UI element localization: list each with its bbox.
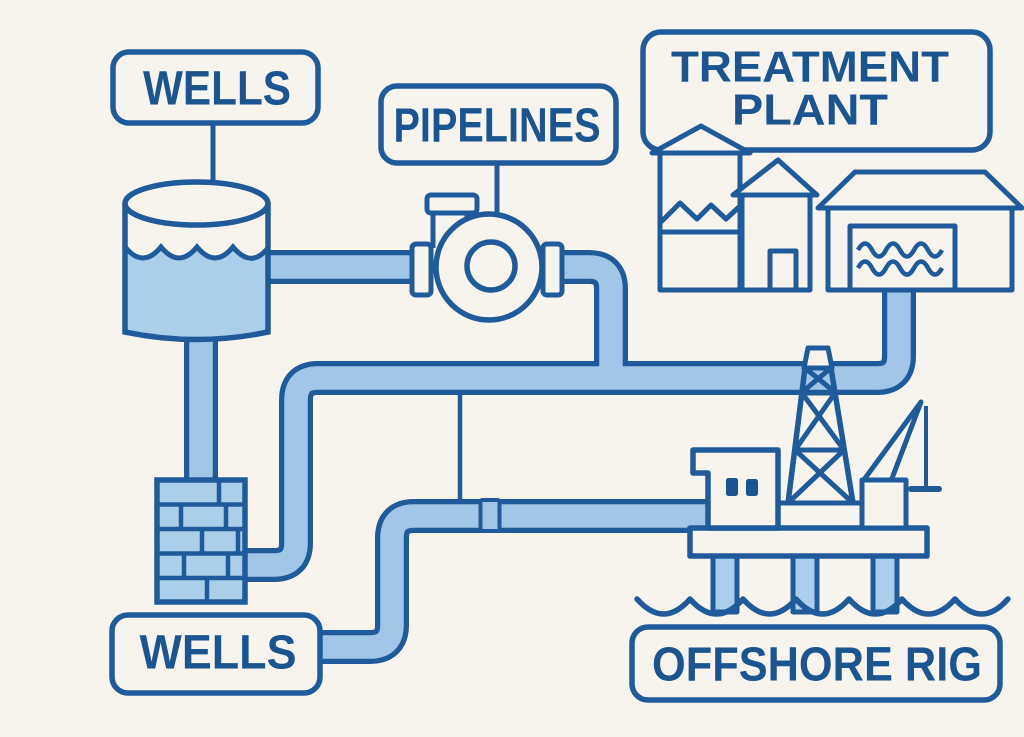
pump-flange-left xyxy=(409,241,434,298)
building1-zigzag xyxy=(659,200,741,224)
label-offshore-rig-box xyxy=(629,624,1003,703)
offshore-rig-icon xyxy=(634,345,1011,617)
labels: WELLS PIPELINES TREATMENT PLANT WELLS OF… xyxy=(109,43,1003,703)
pump-icon xyxy=(409,192,565,323)
tank-top-ellipse xyxy=(122,179,271,228)
treatment-plant xyxy=(640,29,1024,293)
label-wells-top-text: WELLS xyxy=(143,63,291,116)
storage-tank-icon xyxy=(122,179,271,343)
tank-outline xyxy=(122,203,271,343)
pipe-main-fill xyxy=(238,291,911,577)
label-pipelines-box xyxy=(378,83,619,166)
pipe-lower-fill xyxy=(314,504,715,659)
brick-well-icon xyxy=(154,477,248,605)
rig-leg-left xyxy=(710,549,740,615)
pump-eye xyxy=(464,239,518,293)
label-treatment-line1-text: TREATMENT xyxy=(671,43,949,92)
label-wells-bottom-text: WELLS xyxy=(140,627,297,680)
pipe-pump-down-fill xyxy=(554,255,623,380)
rig-deck xyxy=(687,525,930,559)
label-treatment-plant-box xyxy=(640,29,993,153)
label-treatment-line2-text: PLANT xyxy=(732,86,888,135)
rig-deck-module xyxy=(775,500,865,531)
building3-panel xyxy=(847,223,958,293)
building1-body xyxy=(657,150,743,293)
derrick-lattice xyxy=(786,366,855,505)
crane-pedestal xyxy=(859,477,909,531)
rig-cabin-window-2 xyxy=(746,479,758,496)
label-wells-top-box xyxy=(110,49,321,126)
label-wells-bottom-box xyxy=(109,612,323,696)
tank-water-line xyxy=(123,243,270,261)
pump-top-flange xyxy=(424,192,480,216)
label-pipelines-text: PIPELINES xyxy=(394,100,601,153)
rig-leg-right xyxy=(870,549,900,615)
pump-flange-right xyxy=(540,241,565,298)
sea-waves-icon xyxy=(634,596,1011,617)
label-offshore-rig-text: OFFSHORE RIG xyxy=(652,639,982,692)
pipe-network xyxy=(184,250,916,664)
derrick-cap xyxy=(801,345,835,371)
building3-roof xyxy=(815,169,1024,211)
building2-door xyxy=(767,248,799,293)
building3-wave-line-2 xyxy=(856,259,944,277)
treatment-plant-icon xyxy=(649,123,1024,293)
rig-legs xyxy=(710,549,900,615)
building3-wave-line-1 xyxy=(856,241,944,259)
crane-icon xyxy=(859,399,942,531)
label-connectors xyxy=(210,120,500,218)
brick-mortar-lines xyxy=(157,480,245,602)
rig-cabin-window-1 xyxy=(726,478,738,496)
pipe-coupling xyxy=(478,498,502,533)
tank-water xyxy=(125,247,268,340)
derrick-icon xyxy=(785,345,856,505)
